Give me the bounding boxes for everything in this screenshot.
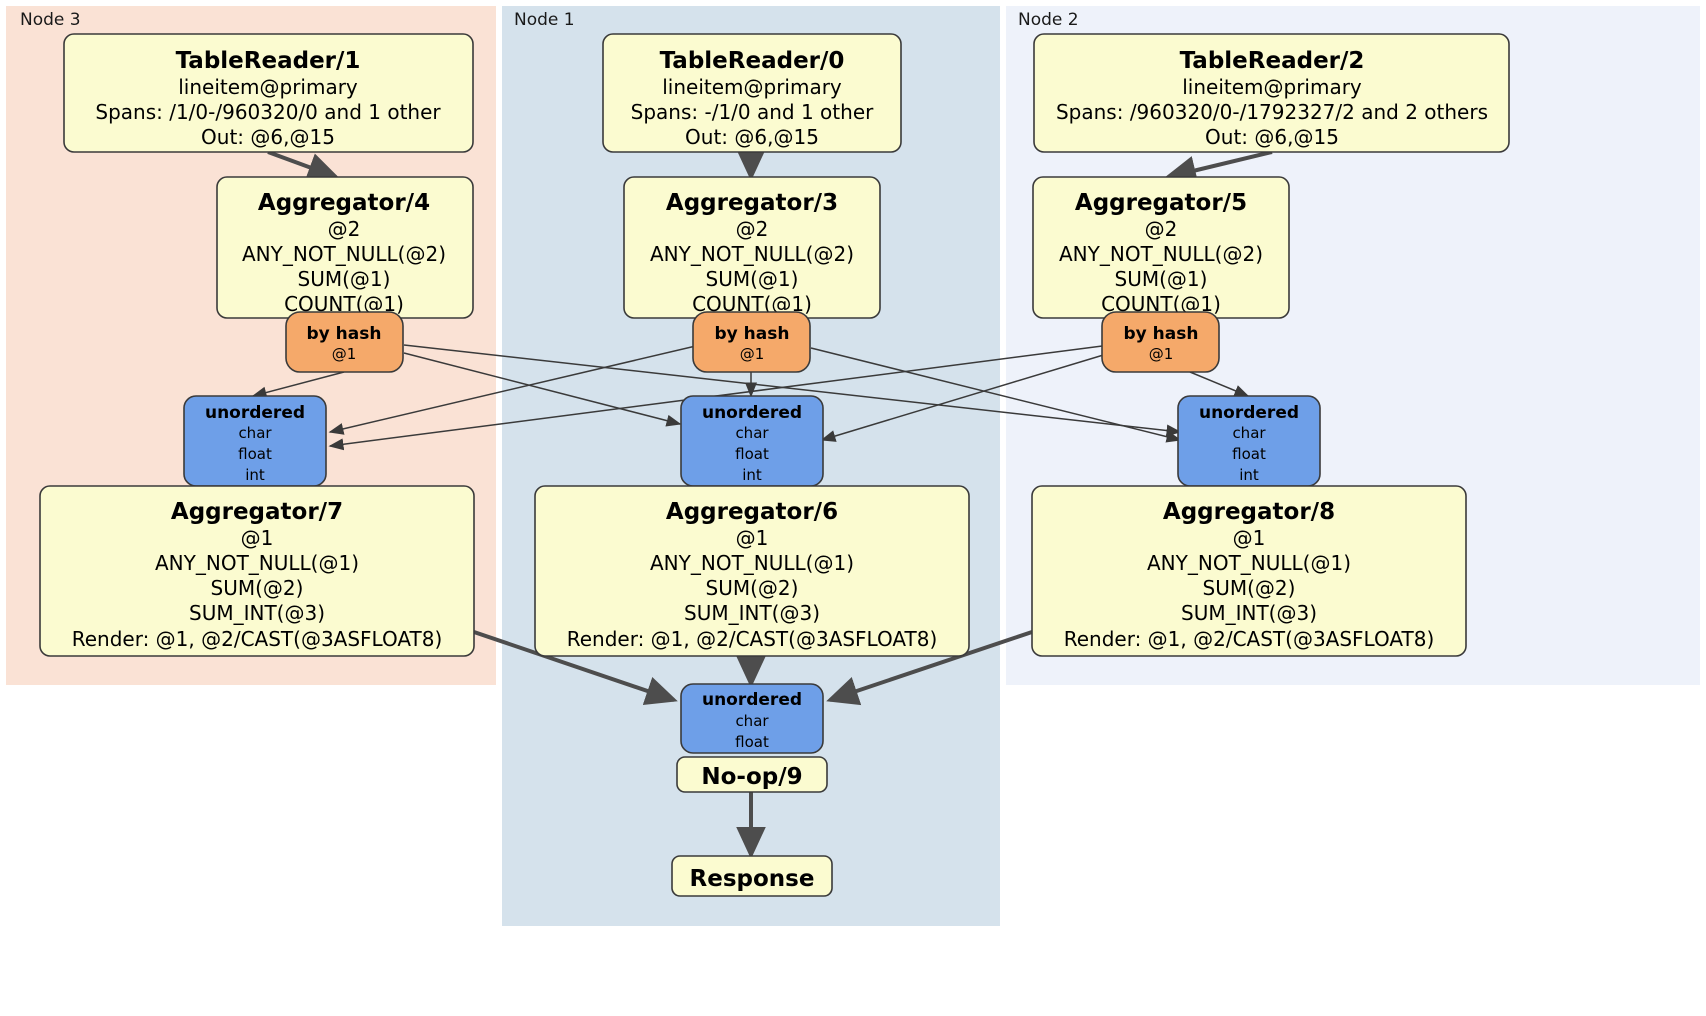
node-tablereader2[interactable]: TableReader/2 lineitem@primary Spans: /9… (1033, 33, 1510, 153)
aggregator5-line-2: SUM(@1) (1115, 267, 1208, 291)
unordered-left-line-1: float (238, 445, 272, 463)
unordered-left-title: unordered (205, 403, 305, 423)
aggregator7-line-0: @1 (241, 526, 274, 550)
unordered-center-line-2: int (742, 466, 762, 484)
aggregator8-line-3: SUM_INT(@3) (1181, 601, 1317, 625)
tablereader2-line-0: lineitem@primary (1182, 75, 1362, 99)
node-aggregator6[interactable]: Aggregator/6 @1 ANY_NOT_NULL(@1) SUM(@2)… (534, 485, 970, 657)
unordered-center-title: unordered (702, 403, 802, 423)
unordered-right-line-0: char (1232, 424, 1266, 442)
cluster-label-node3: Node 3 (20, 10, 81, 30)
aggregator7-line-3: SUM_INT(@3) (189, 601, 325, 625)
router-byhash-center[interactable]: by hash @1 (692, 311, 811, 373)
aggregator3-line-2: SUM(@1) (706, 267, 799, 291)
aggregator6-line-3: SUM_INT(@3) (684, 601, 820, 625)
tablereader0-line-0: lineitem@primary (662, 75, 842, 99)
aggregator5-line-1: ANY_NOT_NULL(@2) (1059, 242, 1263, 266)
aggregator6-line-0: @1 (736, 526, 769, 550)
unordered-right-line-1: float (1232, 445, 1266, 463)
tablereader0-title: TableReader/0 (660, 48, 845, 74)
node-noop9[interactable]: No-op/9 (676, 756, 828, 793)
aggregator4-line-1: ANY_NOT_NULL(@2) (242, 242, 446, 266)
aggregator8-line-0: @1 (1233, 526, 1266, 550)
router-byhash-left[interactable]: by hash @1 (285, 311, 404, 373)
tablereader2-line-1: Spans: /960320/0-/1792327/2 and 2 others (1056, 100, 1488, 124)
aggregator3-line-1: ANY_NOT_NULL(@2) (650, 242, 854, 266)
byhash-left-title: by hash (307, 324, 382, 344)
cluster-label-node2: Node 2 (1018, 10, 1079, 30)
aggregator4-title: Aggregator/4 (258, 190, 430, 216)
tablereader2-line-2: Out: @6,@15 (1205, 125, 1339, 149)
aggregator7-title: Aggregator/7 (171, 499, 343, 525)
edge-aggregator8-unordered-final (826, 630, 1033, 706)
aggregator7-line-1: ANY_NOT_NULL(@1) (155, 551, 359, 575)
edge-tablereader1-aggregator4 (267, 150, 340, 182)
sync-unordered-left[interactable]: unordered char float int (183, 395, 327, 487)
aggregator3-title: Aggregator/3 (666, 190, 838, 216)
unordered-center-line-0: char (735, 424, 769, 442)
noop9-title: No-op/9 (701, 764, 802, 790)
unordered-center-line-1: float (735, 445, 769, 463)
aggregator8-line-4: Render: @1, @2/CAST(@3ASFLOAT8) (1064, 627, 1435, 651)
aggregator8-line-1: ANY_NOT_NULL(@1) (1147, 551, 1351, 575)
tablereader1-line-2: Out: @6,@15 (201, 125, 335, 149)
unordered-final-title: unordered (702, 690, 802, 710)
aggregator6-line-1: ANY_NOT_NULL(@1) (650, 551, 854, 575)
aggregator5-title: Aggregator/5 (1075, 190, 1247, 216)
aggregator7-line-4: Render: @1, @2/CAST(@3ASFLOAT8) (72, 627, 443, 651)
unordered-final-line-0: char (735, 712, 769, 730)
byhash-left-line-0: @1 (332, 345, 357, 363)
unordered-right-line-2: int (1239, 466, 1259, 484)
aggregator7-line-2: SUM(@2) (211, 576, 304, 600)
tablereader1-line-0: lineitem@primary (178, 75, 358, 99)
response-title: Response (690, 866, 815, 892)
unordered-final-line-1: float (735, 733, 769, 751)
node-response[interactable]: Response (671, 855, 833, 897)
aggregator8-line-2: SUM(@2) (1203, 576, 1296, 600)
aggregator6-line-4: Render: @1, @2/CAST(@3ASFLOAT8) (567, 627, 938, 651)
aggregator5-line-0: @2 (1145, 217, 1178, 241)
aggregator3-line-0: @2 (736, 217, 769, 241)
edge-aggregator7-unordered-final (473, 630, 678, 705)
node-aggregator5[interactable]: Aggregator/5 @2 ANY_NOT_NULL(@2) SUM(@1)… (1032, 176, 1290, 319)
sync-unordered-right[interactable]: unordered char float int (1177, 395, 1321, 487)
aggregator4-line-0: @2 (328, 217, 361, 241)
unordered-left-line-2: int (245, 466, 265, 484)
tablereader1-title: TableReader/1 (176, 48, 361, 74)
unordered-left-line-0: char (238, 424, 272, 442)
edge-tablereader2-aggregator5 (1164, 150, 1273, 185)
aggregator8-title: Aggregator/8 (1163, 499, 1335, 525)
tablereader2-title: TableReader/2 (1180, 48, 1365, 74)
node-aggregator3[interactable]: Aggregator/3 @2 ANY_NOT_NULL(@2) SUM(@1)… (623, 176, 881, 319)
sync-unordered-center[interactable]: unordered char float int (680, 395, 824, 487)
cluster-label-node1: Node 1 (514, 10, 575, 30)
sync-unordered-final[interactable]: unordered char float (680, 683, 824, 754)
aggregator4-line-2: SUM(@1) (298, 267, 391, 291)
tablereader0-line-1: Spans: -/1/0 and 1 other (631, 100, 874, 124)
byhash-center-title: by hash (715, 324, 790, 344)
byhash-right-line-0: @1 (1149, 345, 1174, 363)
node-aggregator7[interactable]: Aggregator/7 @1 ANY_NOT_NULL(@1) SUM(@2)… (39, 485, 475, 657)
router-byhash-right[interactable]: by hash @1 (1101, 311, 1220, 373)
node-tablereader1[interactable]: TableReader/1 lineitem@primary Spans: /1… (63, 33, 474, 153)
node-aggregator8[interactable]: Aggregator/8 @1 ANY_NOT_NULL(@1) SUM(@2)… (1031, 485, 1467, 657)
aggregator6-line-2: SUM(@2) (706, 576, 799, 600)
node-tablereader0[interactable]: TableReader/0 lineitem@primary Spans: -/… (602, 33, 902, 153)
tablereader1-line-1: Spans: /1/0-/960320/0 and 1 other (95, 100, 441, 124)
byhash-right-title: by hash (1124, 324, 1199, 344)
unordered-right-title: unordered (1199, 403, 1299, 423)
tablereader0-line-2: Out: @6,@15 (685, 125, 819, 149)
node-aggregator4[interactable]: Aggregator/4 @2 ANY_NOT_NULL(@2) SUM(@1)… (216, 176, 474, 319)
byhash-center-line-0: @1 (740, 345, 765, 363)
aggregator6-title: Aggregator/6 (666, 499, 838, 525)
